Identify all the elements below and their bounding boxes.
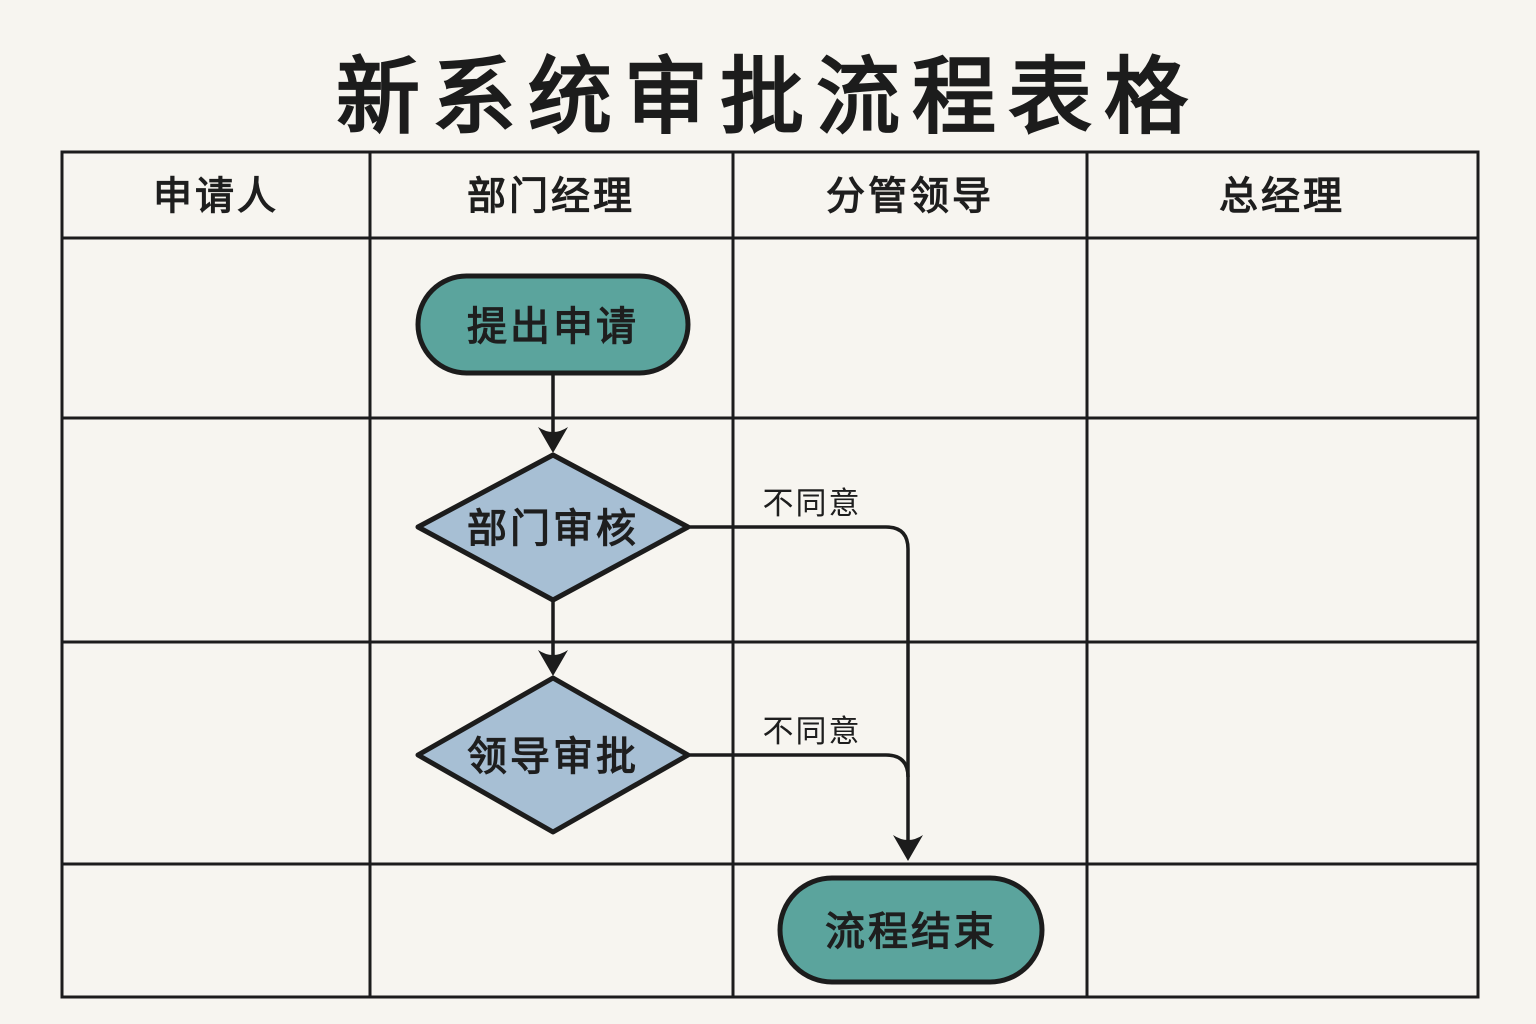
leader-approval-label: 领导审批 xyxy=(467,735,639,779)
end-node xyxy=(777,875,1045,985)
dept-review-label: 部门审核 xyxy=(467,507,639,551)
table-outer-border xyxy=(60,150,1480,999)
edge-dept-review-disagree xyxy=(688,525,910,850)
column-header-department-manager: 部门经理 xyxy=(467,176,635,219)
start-node-label: 提出申请 xyxy=(467,305,639,349)
arrowhead-into-dept-review xyxy=(538,427,568,453)
arrowhead-into-leader-approval xyxy=(538,650,568,676)
start-node xyxy=(415,273,691,376)
decision-dept-review xyxy=(415,452,691,603)
decision-leader-approval xyxy=(415,675,691,835)
page-title: 新系统审批流程表格 xyxy=(335,50,1200,144)
arrowhead-into-end xyxy=(893,835,923,861)
column-header-general-manager: 总经理 xyxy=(1219,176,1345,219)
edge-label-disagree-2: 不同意 xyxy=(763,714,862,749)
edge-label-disagree-1: 不同意 xyxy=(763,486,862,521)
column-header-applicant: 申请人 xyxy=(153,176,279,219)
end-node-label: 流程结束 xyxy=(825,910,997,954)
column-header-leader-in-charge: 分管领导 xyxy=(826,176,994,219)
approval-table-grid xyxy=(60,150,1480,999)
edge-leader-approval-disagree xyxy=(688,753,910,778)
